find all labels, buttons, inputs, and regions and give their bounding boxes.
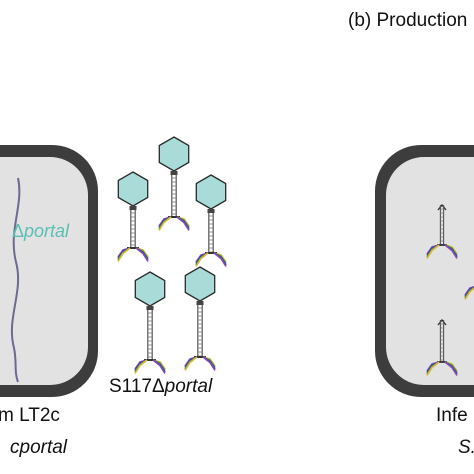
- tail-fiber: [176, 216, 190, 231]
- phage-label-gene: portal: [164, 376, 213, 397]
- phage-label: S117Δportal: [109, 376, 212, 398]
- phage-capsid: [184, 266, 216, 302]
- left-bacterial-cell: [0, 145, 98, 397]
- phage-collar: [196, 301, 204, 305]
- tail-fiber: [195, 252, 209, 267]
- right-caption-line-2: S.: [458, 437, 474, 458]
- delta-symbol: Δ: [12, 221, 25, 241]
- phage-collar: [129, 206, 137, 210]
- phage-capsid: [158, 136, 190, 172]
- phage-collar: [170, 171, 178, 175]
- tail-fiber: [152, 359, 166, 374]
- phage-tail-icon: [426, 318, 458, 376]
- phage-icon: [158, 136, 190, 231]
- phage-collar: [207, 209, 215, 213]
- deletion-label: Δportal: [12, 221, 69, 242]
- tail-fiber: [202, 356, 216, 371]
- phage-capsid: [195, 174, 227, 210]
- phage-icon: [195, 174, 227, 267]
- tail-fiber: [184, 356, 198, 371]
- phage-group: [117, 136, 227, 374]
- tail-fiber: [117, 247, 131, 262]
- intracellular-phage-group: [426, 203, 474, 376]
- strain-line-2: cportal: [10, 437, 68, 458]
- tail-fiber: [213, 252, 227, 267]
- right-bacterial-cell: [375, 145, 474, 397]
- right-caption-line-1: Infe: [436, 405, 468, 426]
- phage-capsid: [134, 271, 166, 307]
- phage-icon: [184, 266, 216, 371]
- tail-fiber: [158, 216, 172, 231]
- tail-fiber: [444, 244, 458, 259]
- partial-phage-edge: [464, 286, 474, 300]
- deletion-gene: portal: [24, 221, 70, 241]
- chromosome-strand: [10, 177, 21, 383]
- tail-fiber: [134, 359, 148, 374]
- tail-fiber: [464, 287, 474, 300]
- tail-fiber: [426, 244, 440, 259]
- tail-fiber: [135, 247, 149, 262]
- phage-icon: [117, 171, 149, 262]
- phage-tail-icon: [426, 203, 458, 259]
- phage-icon: [134, 271, 166, 374]
- phage-collar: [146, 306, 154, 310]
- strain-line-1: m LT2c: [0, 405, 60, 426]
- tail-fiber: [444, 361, 458, 376]
- tail-fiber: [426, 361, 440, 376]
- phage-capsid: [117, 171, 149, 207]
- phage-label-prefix: S117Δ: [109, 376, 165, 397]
- panel-b-title: (b) Production: [348, 10, 468, 31]
